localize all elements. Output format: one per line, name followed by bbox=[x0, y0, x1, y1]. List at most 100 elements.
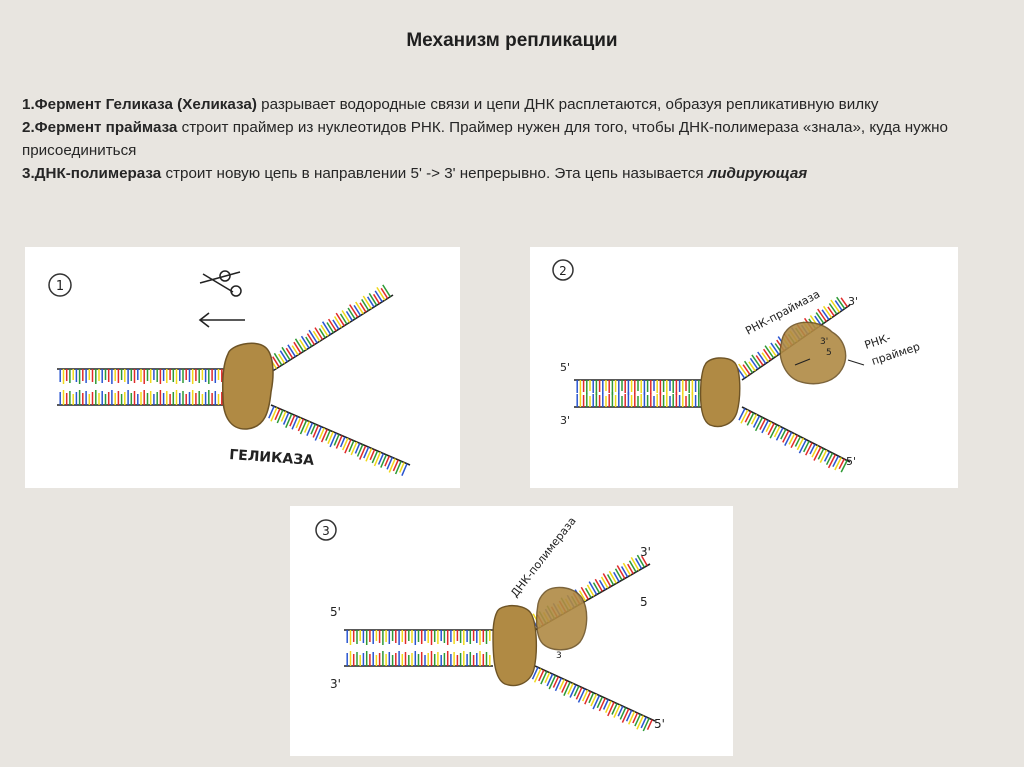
nucleotide-base bbox=[350, 441, 358, 456]
scissors-icon bbox=[199, 270, 242, 297]
nucleotide-base bbox=[822, 305, 833, 319]
nucleotide-base bbox=[614, 568, 623, 581]
nucleotide-base bbox=[584, 691, 592, 705]
nucleotide-base bbox=[592, 695, 601, 710]
nucleotide-base bbox=[276, 409, 284, 424]
nucleotide-base bbox=[606, 574, 615, 586]
nucleotide-base bbox=[813, 446, 822, 461]
nucleotide-base bbox=[743, 360, 754, 374]
helicase-diagram: 1 ГЕЛИКАЗА bbox=[48, 270, 411, 476]
nucleotide-base bbox=[392, 459, 399, 472]
nucleotide-base bbox=[613, 571, 620, 583]
new-strand-3prime-label: 3 bbox=[556, 651, 562, 661]
nucleotide-base bbox=[738, 408, 746, 421]
nucleotide-base bbox=[278, 353, 286, 364]
nucleotide-base bbox=[326, 322, 335, 334]
nucleotide-base bbox=[300, 335, 310, 349]
nucleotide-base bbox=[628, 711, 636, 725]
nucleotide-base bbox=[312, 330, 321, 342]
nucleotide-base bbox=[602, 699, 609, 710]
nucleotide-base bbox=[279, 350, 288, 363]
nucleotide-base bbox=[798, 439, 807, 454]
dna-double-strand bbox=[57, 368, 225, 406]
step-3-num: 3. bbox=[22, 165, 35, 182]
nucleotide-base bbox=[297, 418, 305, 432]
nucleotide-base bbox=[294, 338, 305, 352]
nucleotide-base bbox=[588, 692, 595, 704]
nucleotide-base bbox=[327, 318, 337, 332]
nucleotide-base bbox=[751, 354, 762, 368]
nucleotide-base bbox=[834, 300, 843, 311]
end-label-3prime-left: 3' bbox=[330, 677, 341, 691]
nucleotide-base bbox=[578, 590, 587, 602]
nucleotide-base bbox=[613, 704, 621, 718]
nucleotide-base bbox=[632, 712, 639, 724]
nucleotide-base bbox=[272, 356, 280, 368]
nucleotide-base bbox=[546, 673, 554, 687]
panel-number-badge: 2 bbox=[552, 259, 574, 281]
helicase-enzyme bbox=[492, 604, 538, 687]
nucleotide-base bbox=[586, 584, 595, 597]
nucleotide-base bbox=[788, 433, 796, 445]
nucleotide-base bbox=[386, 457, 393, 470]
nucleotide-base bbox=[308, 329, 318, 344]
nucleotide-base bbox=[617, 705, 624, 717]
nucleotide-base bbox=[335, 312, 345, 327]
step-2: 2.Фермент праймаза строит праймер из нук… bbox=[22, 116, 982, 162]
nucleotide-base bbox=[320, 324, 329, 337]
nucleotide-base bbox=[401, 463, 408, 476]
nucleotide-base bbox=[394, 460, 402, 475]
nucleotide-base bbox=[354, 443, 361, 454]
rna-primase-enzyme bbox=[779, 321, 847, 385]
dna-double-strand bbox=[574, 379, 702, 408]
nucleotide-base bbox=[598, 579, 606, 591]
nucleotide-base bbox=[821, 309, 830, 321]
primase-diagram: 2 РНК-праймаза РНК- праймер 5' 3' 3' 5' … bbox=[552, 259, 922, 473]
nucleotide-base bbox=[596, 696, 603, 709]
nucleotide-base bbox=[746, 412, 755, 426]
nucleotide-base bbox=[621, 708, 630, 723]
nucleotide-base bbox=[640, 716, 647, 729]
nucleotide-base bbox=[592, 582, 601, 594]
step-1-text: разрывает водородные связи и цепи ДНК ра… bbox=[256, 96, 879, 113]
nucleotide-base bbox=[369, 449, 376, 461]
nucleotide-base bbox=[767, 423, 775, 436]
nucleotide-base bbox=[764, 345, 775, 359]
nucleotide-base bbox=[374, 290, 383, 303]
nucleotide-base bbox=[809, 443, 816, 455]
nucleotide-base bbox=[642, 717, 650, 732]
nucleotide-base bbox=[382, 284, 391, 298]
nucleotide-base bbox=[817, 448, 825, 460]
polymerase-diagram: 3 ДНК-полимераза 5' 3' 3' 5 5' 3 bbox=[315, 515, 665, 732]
nucleotide-base bbox=[769, 424, 778, 439]
end-label-3prime-right: 3' bbox=[640, 545, 651, 559]
end-label-5prime-left: 5' bbox=[560, 361, 570, 374]
diagram-panel-helicase: 1 ГЕЛИКАЗА bbox=[25, 247, 460, 488]
dna-lower-branch bbox=[738, 406, 851, 473]
nucleotide-base bbox=[332, 319, 340, 330]
helicase-enzyme bbox=[222, 342, 274, 430]
nucleotide-base bbox=[359, 445, 367, 460]
nucleotide-base bbox=[840, 297, 849, 308]
nucleotide-base bbox=[834, 457, 842, 471]
diagram-panel-primase: 2 РНК-праймаза РНК- праймер 5' 3' 3' 5' … bbox=[530, 247, 958, 488]
nucleotide-base bbox=[836, 296, 846, 310]
nucleotide-base bbox=[384, 455, 390, 467]
nucleotide-base bbox=[840, 460, 848, 473]
nucleotide-base bbox=[333, 316, 343, 328]
nucleotide-base bbox=[636, 715, 644, 730]
nucleotide-base bbox=[305, 336, 313, 347]
nucleotide-base bbox=[646, 719, 653, 731]
nucleotide-base bbox=[540, 671, 548, 685]
nucleotide-base bbox=[280, 411, 287, 422]
nucleotide-base bbox=[605, 700, 612, 714]
primer-arrow bbox=[794, 358, 811, 366]
nucleotide-base bbox=[602, 573, 612, 587]
diagram-panel-polymerase: 3 ДНК-полимераза 5' 3' 3' 5 5' 3 bbox=[290, 506, 733, 756]
nucleotide-base bbox=[295, 417, 302, 429]
arrow-left-icon bbox=[198, 312, 245, 328]
nucleotide-base bbox=[761, 352, 769, 363]
nucleotide-base bbox=[388, 458, 396, 473]
steps-text: 1.Фермент Геликаза (Хеликаза) разрывает … bbox=[22, 93, 982, 185]
nucleotide-base bbox=[567, 683, 574, 695]
